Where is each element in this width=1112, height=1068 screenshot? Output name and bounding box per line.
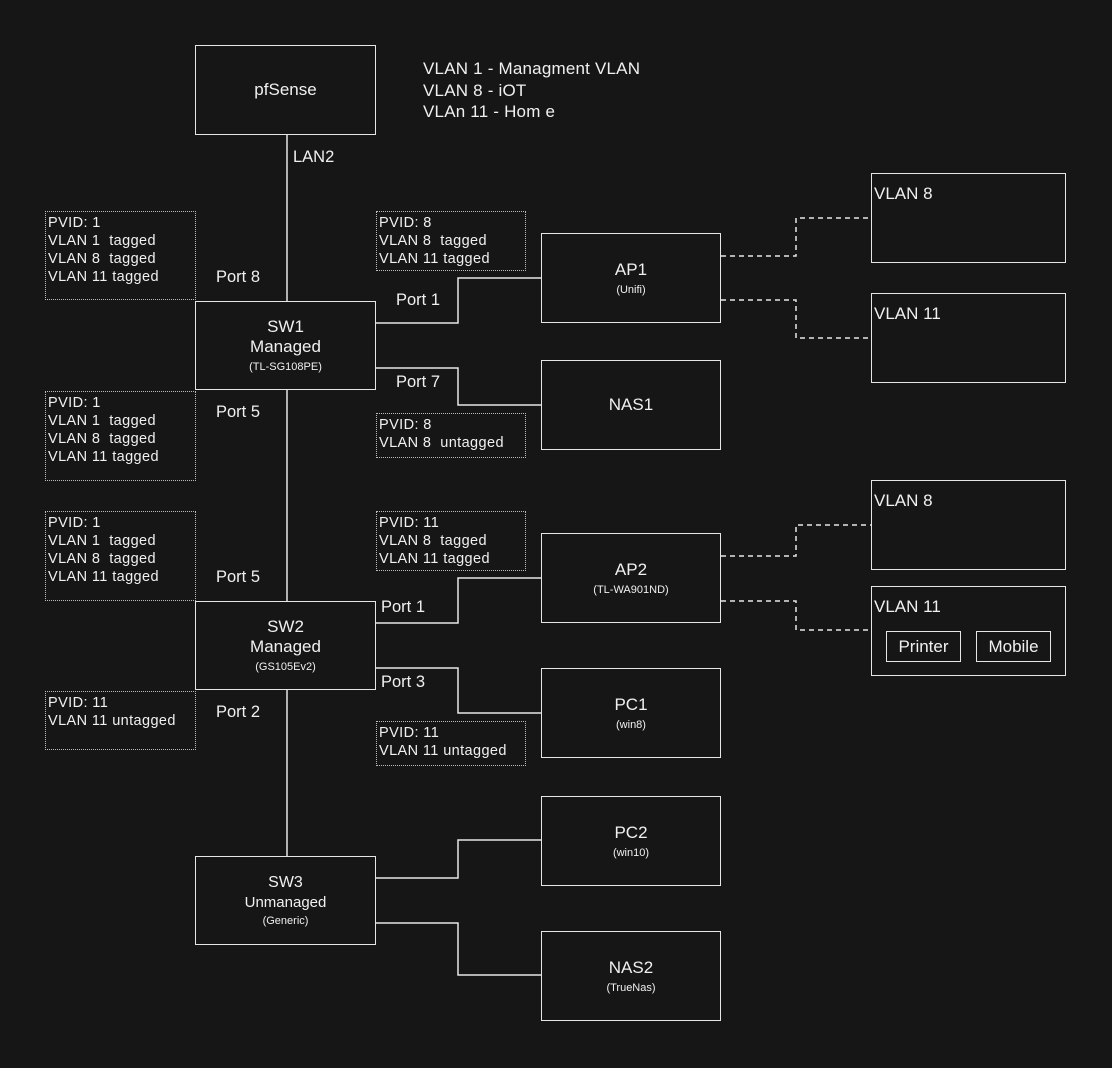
sw1-port5-label: Port 5: [216, 403, 261, 421]
sw2-port5-label: Port 5: [216, 568, 261, 586]
pfsense-title: pfSense: [254, 80, 317, 99]
legend-line-1: VLAN 1 - Managment VLAN: [423, 59, 641, 78]
pc1-node[interactable]: PC1 (win8): [541, 668, 721, 758]
ap2-node[interactable]: AP2 (TL-WA901ND): [541, 533, 721, 623]
sw3-title: SW3: [268, 874, 303, 891]
sw1-type: Managed: [250, 337, 321, 356]
sw3-node[interactable]: SW3 Unmanaged (Generic): [195, 856, 376, 945]
ap1-vlan8-title: VLAN 8: [874, 184, 933, 203]
link-sw3-nas2: [376, 922, 541, 976]
sw1-port8-config-note: PVID: 1 VLAN 1 tagged VLAN 8 tagged VLAN…: [45, 211, 196, 300]
sw1-port7-config-note: PVID: 8 VLAN 8 untagged: [376, 413, 526, 458]
pc1-model: (win8): [616, 718, 646, 731]
mobile-client[interactable]: Mobile: [976, 631, 1051, 662]
sw2-model: (GS105Ev2): [255, 661, 316, 673]
sw2-port3-config-note: PVID: 11 VLAN 11 untagged: [376, 721, 526, 766]
nas1-title: NAS1: [608, 395, 654, 414]
pc2-title: PC2: [614, 822, 648, 842]
nas2-title: NAS2: [608, 957, 654, 977]
legend-line-2: VLAN 8 - iOT: [423, 80, 527, 100]
sw3-type: Unmanaged: [244, 894, 327, 911]
link-sw3-pc2: [376, 839, 541, 879]
pc1-title: PC1: [614, 694, 648, 714]
ap1-model: (Unifi): [616, 283, 646, 296]
sw1-node[interactable]: SW1 Managed (TL-SG108PE): [195, 301, 376, 390]
sw2-port2-config-note: PVID: 11 VLAN 11 untagged: [45, 691, 196, 750]
nas1-node[interactable]: NAS1: [541, 360, 721, 450]
sw2-title: SW2: [267, 617, 304, 636]
link-sw2-pc1: [376, 667, 541, 714]
sw1-title: SW1: [267, 317, 304, 336]
ap1-vlan11-title: VLAN 11: [874, 304, 941, 323]
wifi-ap2-vlan8: [721, 524, 871, 557]
ap2-title: AP2: [614, 559, 648, 579]
pc2-node[interactable]: PC2 (win10): [541, 796, 721, 886]
link-sw1-nas1: [376, 367, 541, 406]
sw2-type: Managed: [250, 637, 321, 656]
ap1-vlan11-group[interactable]: VLAN 11: [871, 293, 1066, 383]
sw1-model: (TL-SG108PE): [249, 361, 322, 373]
sw2-port1-label: Port 1: [381, 598, 426, 616]
ap2-vlan8-title: VLAN 8: [874, 491, 933, 510]
sw2-port3-label: Port 3: [381, 673, 426, 691]
lan2-label: LAN2: [293, 148, 335, 166]
sw1-port8-label: Port 8: [216, 268, 261, 286]
legend-line-3: VLAn 11 - Hom e: [423, 102, 556, 121]
nas2-node[interactable]: NAS2 (TrueNas): [541, 931, 721, 1021]
nas2-model: (TrueNas): [606, 981, 656, 994]
sw1-port1-label: Port 1: [396, 291, 441, 309]
ap1-title: AP1: [614, 259, 648, 279]
pc2-model: (win10): [612, 846, 650, 859]
wifi-ap2-vlan11: [721, 600, 871, 631]
ap2-vlan11-title: VLAN 11: [874, 597, 941, 616]
ap2-model: (TL-WA901ND): [593, 583, 669, 596]
sw2-port1-config-note: PVID: 11 VLAN 8 tagged VLAN 11 tagged: [376, 511, 526, 571]
link-sw1-ap1: [376, 277, 541, 324]
sw2-node[interactable]: SW2 Managed (GS105Ev2): [195, 601, 376, 690]
wifi-ap1-vlan8: [721, 217, 871, 257]
sw2-port5-config-note: PVID: 1 VLAN 1 tagged VLAN 8 tagged VLAN…: [45, 511, 196, 601]
vlan-legend: VLAN 1 - Managment VLAN VLAN 8 - iOT VLA…: [423, 58, 640, 123]
sw2-port2-label: Port 2: [216, 703, 261, 721]
ap1-vlan8-group[interactable]: VLAN 8: [871, 173, 1066, 263]
sw1-port5-config-note: PVID: 1 VLAN 1 tagged VLAN 8 tagged VLAN…: [45, 391, 196, 481]
sw1-port1-config-note: PVID: 8 VLAN 8 tagged VLAN 11 tagged: [376, 211, 526, 271]
link-sw2-ap2: [376, 577, 541, 624]
sw3-model: (Generic): [262, 915, 309, 927]
ap2-vlan11-group[interactable]: VLAN 11 Printer Mobile: [871, 586, 1066, 676]
ap2-vlan8-group[interactable]: VLAN 8: [871, 480, 1066, 570]
pfsense-node[interactable]: pfSense: [195, 45, 376, 135]
sw1-port7-label: Port 7: [396, 373, 441, 391]
wifi-ap1-vlan11: [721, 299, 871, 339]
ap1-node[interactable]: AP1 (Unifi): [541, 233, 721, 323]
printer-client[interactable]: Printer: [886, 631, 961, 662]
